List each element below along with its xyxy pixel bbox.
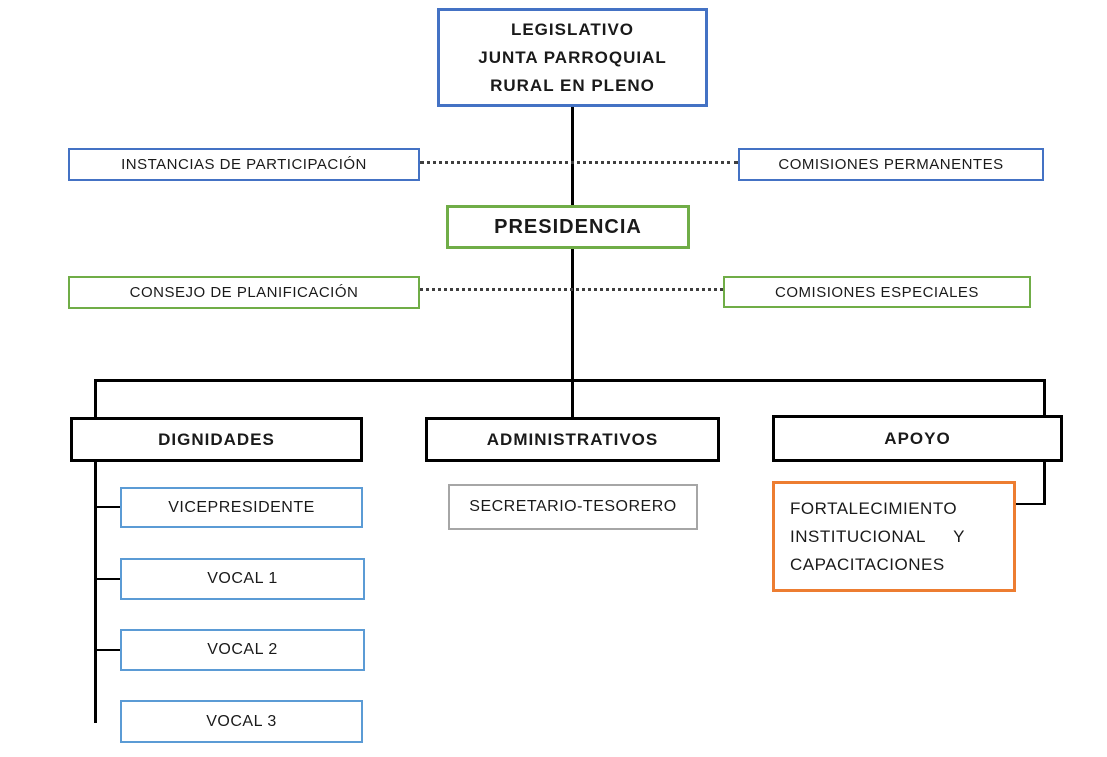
- node-vocal-1: VOCAL 1: [120, 558, 365, 600]
- node-comisiones-permanentes: COMISIONES PERMANENTES: [738, 148, 1044, 181]
- node-administrativos: ADMINISTRATIVOS: [425, 417, 720, 462]
- node-comisiones-especiales: COMISIONES ESPECIALES: [723, 276, 1031, 308]
- connector-drop-dignidades: [94, 379, 97, 417]
- connector-presidencia-trunk: [571, 249, 574, 417]
- node-legislativo-line2: JUNTA PARROQUIAL: [478, 47, 667, 67]
- node-secretario-tesorero: SECRETARIO-TESORERO: [448, 484, 698, 530]
- connector-drop-apoyo: [1043, 379, 1046, 415]
- node-legislativo-junta-parroquial: LEGISLATIVO JUNTA PARROQUIAL RURAL EN PL…: [437, 8, 708, 107]
- connector-legislativo-presidencia: [571, 107, 574, 205]
- node-legislativo-line1: LEGISLATIVO: [510, 19, 635, 39]
- dotted-connector-consejo-comisiones: [420, 288, 723, 291]
- node-fortalecimiento-line3: CAPACITACIONES: [790, 555, 945, 574]
- node-instancias-de-participacion: INSTANCIAS DE PARTICIPACIÓN: [68, 148, 420, 181]
- connector-trunk-horizontal: [94, 379, 1046, 382]
- connector-apoyo-elbow-horizontal: [1016, 503, 1046, 505]
- node-vicepresidente: VICEPRESIDENTE: [120, 487, 363, 528]
- node-fortalecimiento-institucional: FORTALECIMIENTO INSTITUCIONAL Y CAPACITA…: [772, 481, 1016, 592]
- node-vocal-2: VOCAL 2: [120, 629, 365, 671]
- connector-tick-vicepresidente: [94, 506, 120, 508]
- connector-tick-vocal2: [94, 649, 120, 651]
- node-fortalecimiento-line2: INSTITUCIONAL Y: [790, 527, 965, 546]
- connector-apoyo-elbow-vertical: [1043, 462, 1046, 505]
- node-vocal-3: VOCAL 3: [120, 700, 363, 743]
- connector-dignidades-spine: [94, 462, 97, 723]
- node-legislativo-line3: RURAL EN PLENO: [490, 75, 655, 95]
- node-dignidades: DIGNIDADES: [70, 417, 363, 462]
- connector-tick-vocal1: [94, 578, 120, 580]
- node-apoyo: APOYO: [772, 415, 1063, 462]
- node-consejo-de-planificacion: CONSEJO DE PLANIFICACIÓN: [68, 276, 420, 309]
- node-fortalecimiento-line1: FORTALECIMIENTO: [790, 499, 958, 518]
- dotted-connector-instancias-comisiones: [420, 161, 738, 164]
- node-presidencia: PRESIDENCIA: [446, 205, 690, 249]
